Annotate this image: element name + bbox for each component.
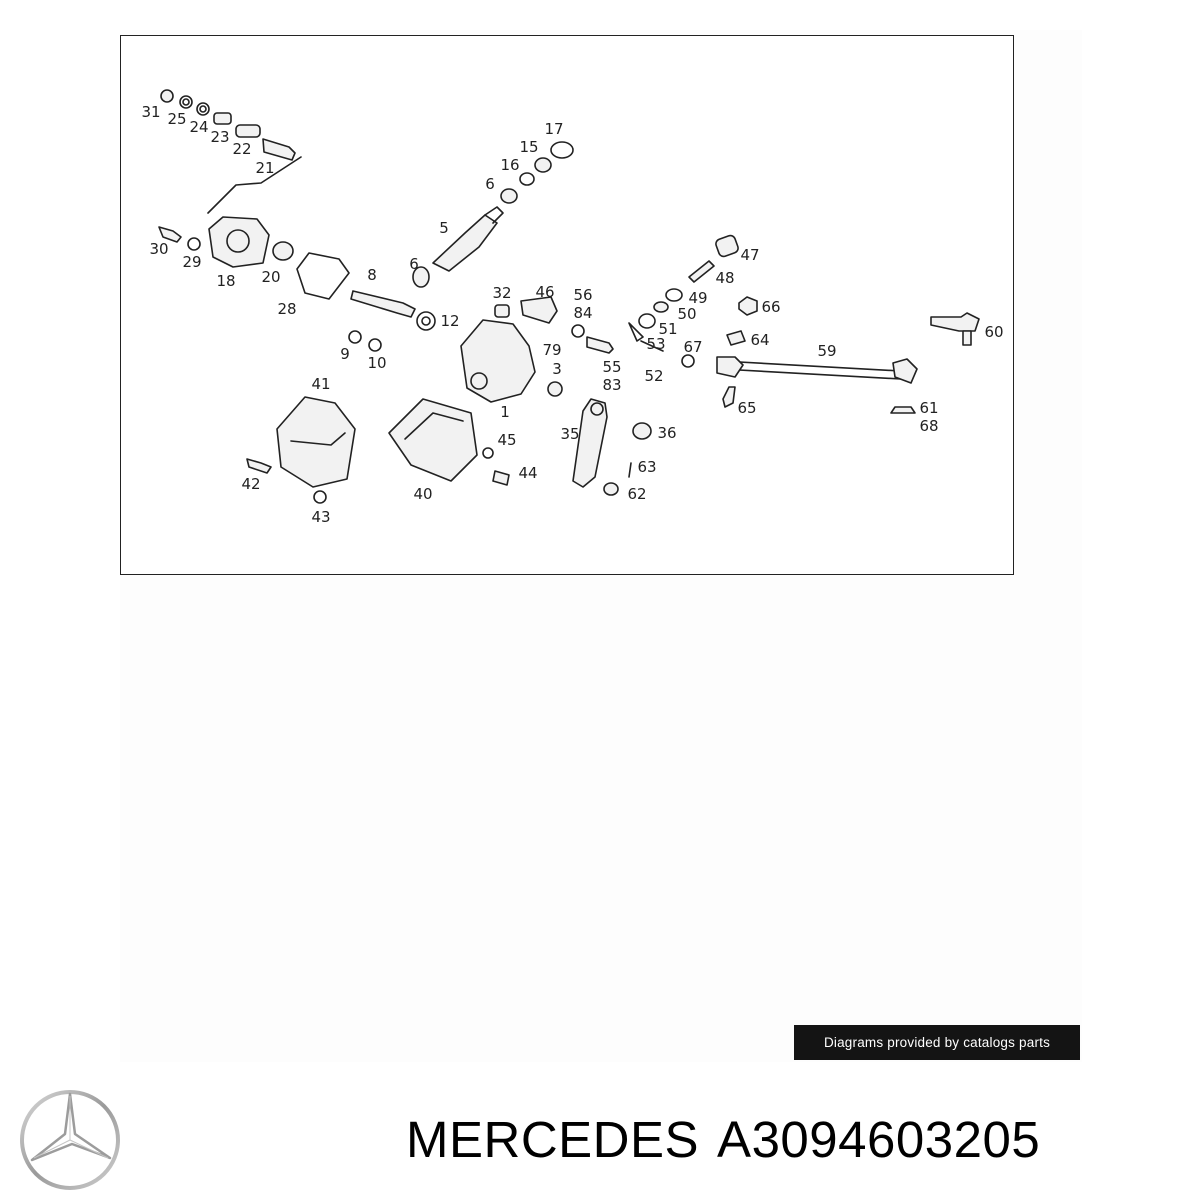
part-label-50: 50	[677, 305, 696, 323]
diagram-credit-badge: Diagrams provided by catalogs parts	[794, 1025, 1080, 1060]
part-label-55: 55	[602, 358, 621, 376]
part-label-44: 44	[518, 464, 537, 482]
part-label-56: 56	[573, 286, 592, 304]
part-label-61: 61	[919, 399, 938, 417]
part-label-23: 23	[210, 128, 229, 146]
part-label-79: 79	[542, 341, 561, 359]
part-label-42: 42	[241, 475, 260, 493]
part-label-83: 83	[602, 376, 621, 394]
part-label-5: 5	[439, 219, 449, 237]
part-label-8: 8	[367, 266, 377, 284]
part-label-28: 28	[277, 300, 296, 318]
mercedes-star-icon	[20, 1090, 120, 1190]
part-label-18: 18	[216, 272, 235, 290]
part-label-29: 29	[182, 253, 201, 271]
part-label-10: 10	[367, 354, 386, 372]
part-label-6: 6	[485, 175, 495, 193]
part-label-35: 35	[560, 425, 579, 443]
part-label-65: 65	[737, 399, 756, 417]
part-label-36: 36	[657, 424, 676, 442]
brand-name: MERCEDES	[406, 1111, 700, 1168]
part-label-17: 17	[544, 120, 563, 138]
part-label-22: 22	[232, 140, 251, 158]
part-label-32: 32	[492, 284, 511, 302]
part-label-6: 6	[409, 255, 419, 273]
part-label-40: 40	[413, 485, 432, 503]
part-label-52: 52	[644, 367, 663, 385]
part-label-48: 48	[715, 269, 734, 287]
part-label-31: 31	[141, 103, 160, 121]
part-label-41: 41	[311, 375, 330, 393]
part-label-16: 16	[500, 156, 519, 174]
part-label-46: 46	[535, 283, 554, 301]
part-label-21: 21	[255, 159, 274, 177]
part-label-67: 67	[683, 338, 702, 356]
part-label-43: 43	[311, 508, 330, 526]
part-label-45: 45	[497, 431, 516, 449]
part-label-63: 63	[637, 458, 656, 476]
part-label-64: 64	[750, 331, 769, 349]
part-label-47: 47	[740, 246, 759, 264]
part-label-84: 84	[573, 304, 592, 322]
part-label-66: 66	[761, 298, 780, 316]
part-label-12: 12	[440, 312, 459, 330]
part-number: A3094603205	[717, 1111, 1041, 1168]
part-label-25: 25	[167, 110, 186, 128]
part-label-51: 51	[658, 320, 677, 338]
part-label-68: 68	[919, 417, 938, 435]
part-label-62: 62	[627, 485, 646, 503]
part-label-53: 53	[646, 335, 665, 353]
part-label-9: 9	[340, 345, 350, 363]
part-label-59: 59	[817, 342, 836, 360]
diagram-parts	[158, 89, 980, 504]
product-title: MERCEDES A3094603205	[406, 1110, 1058, 1169]
part-label-60: 60	[984, 323, 1003, 341]
part-label-1: 1	[500, 403, 510, 421]
part-label-49: 49	[688, 289, 707, 307]
part-label-24: 24	[189, 118, 208, 136]
part-label-20: 20	[261, 268, 280, 286]
part-label-15: 15	[519, 138, 538, 156]
part-label-30: 30	[149, 240, 168, 258]
part-label-3: 3	[552, 360, 562, 378]
